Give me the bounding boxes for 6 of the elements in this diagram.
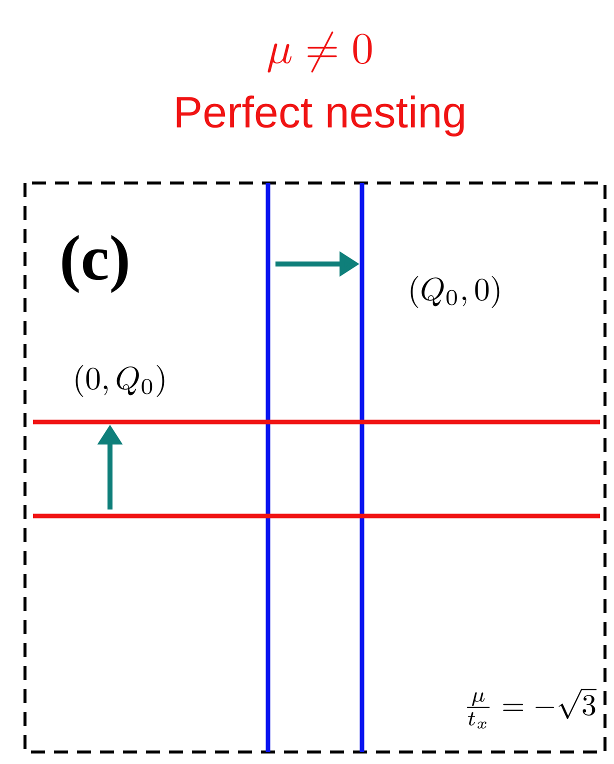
vector-label: $(0, Q_0)$ bbox=[76, 365, 164, 397]
vector-label: $(Q_0, 0)$ bbox=[410, 276, 500, 308]
panel-label: (c) bbox=[62, 234, 128, 294]
ratio-formula: $\frac{\mu}{t_x} = -\sqrt{3}$ bbox=[467, 688, 596, 728]
title: Perfect nesting bbox=[176, 96, 464, 136]
heading-formula: $\mu \neq 0$ bbox=[268, 32, 372, 72]
